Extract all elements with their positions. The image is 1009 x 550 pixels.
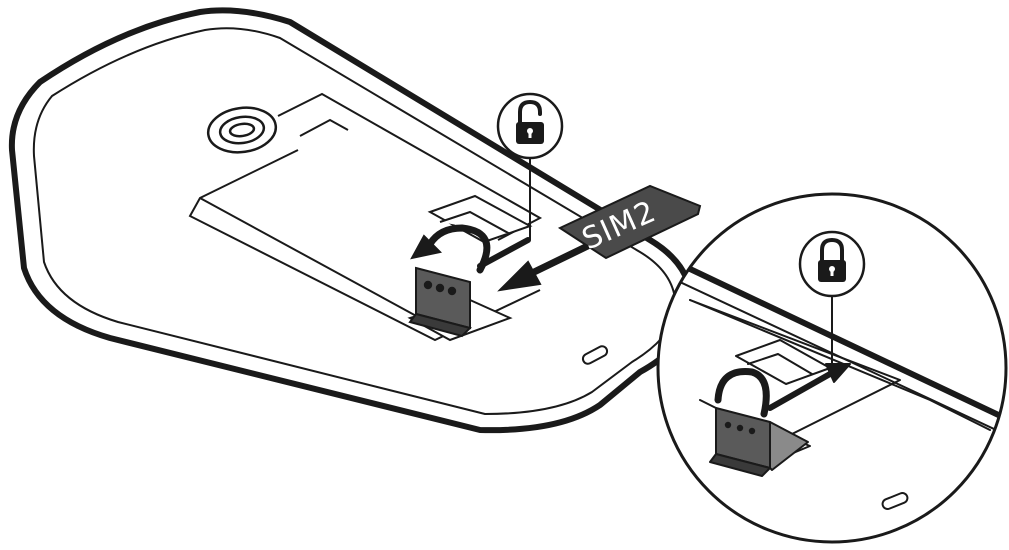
open-holder-arrow xyxy=(410,224,531,274)
sim-holder-main xyxy=(408,266,472,338)
usb-port-main xyxy=(581,345,609,365)
zoom-detail xyxy=(656,192,1008,544)
phone-back xyxy=(8,7,695,434)
lock-callout xyxy=(798,230,866,372)
locked-padlock-icon xyxy=(818,237,846,282)
unlock-callout xyxy=(496,92,564,240)
camera-lens xyxy=(206,106,278,154)
unlocked-padlock-icon xyxy=(516,99,544,144)
